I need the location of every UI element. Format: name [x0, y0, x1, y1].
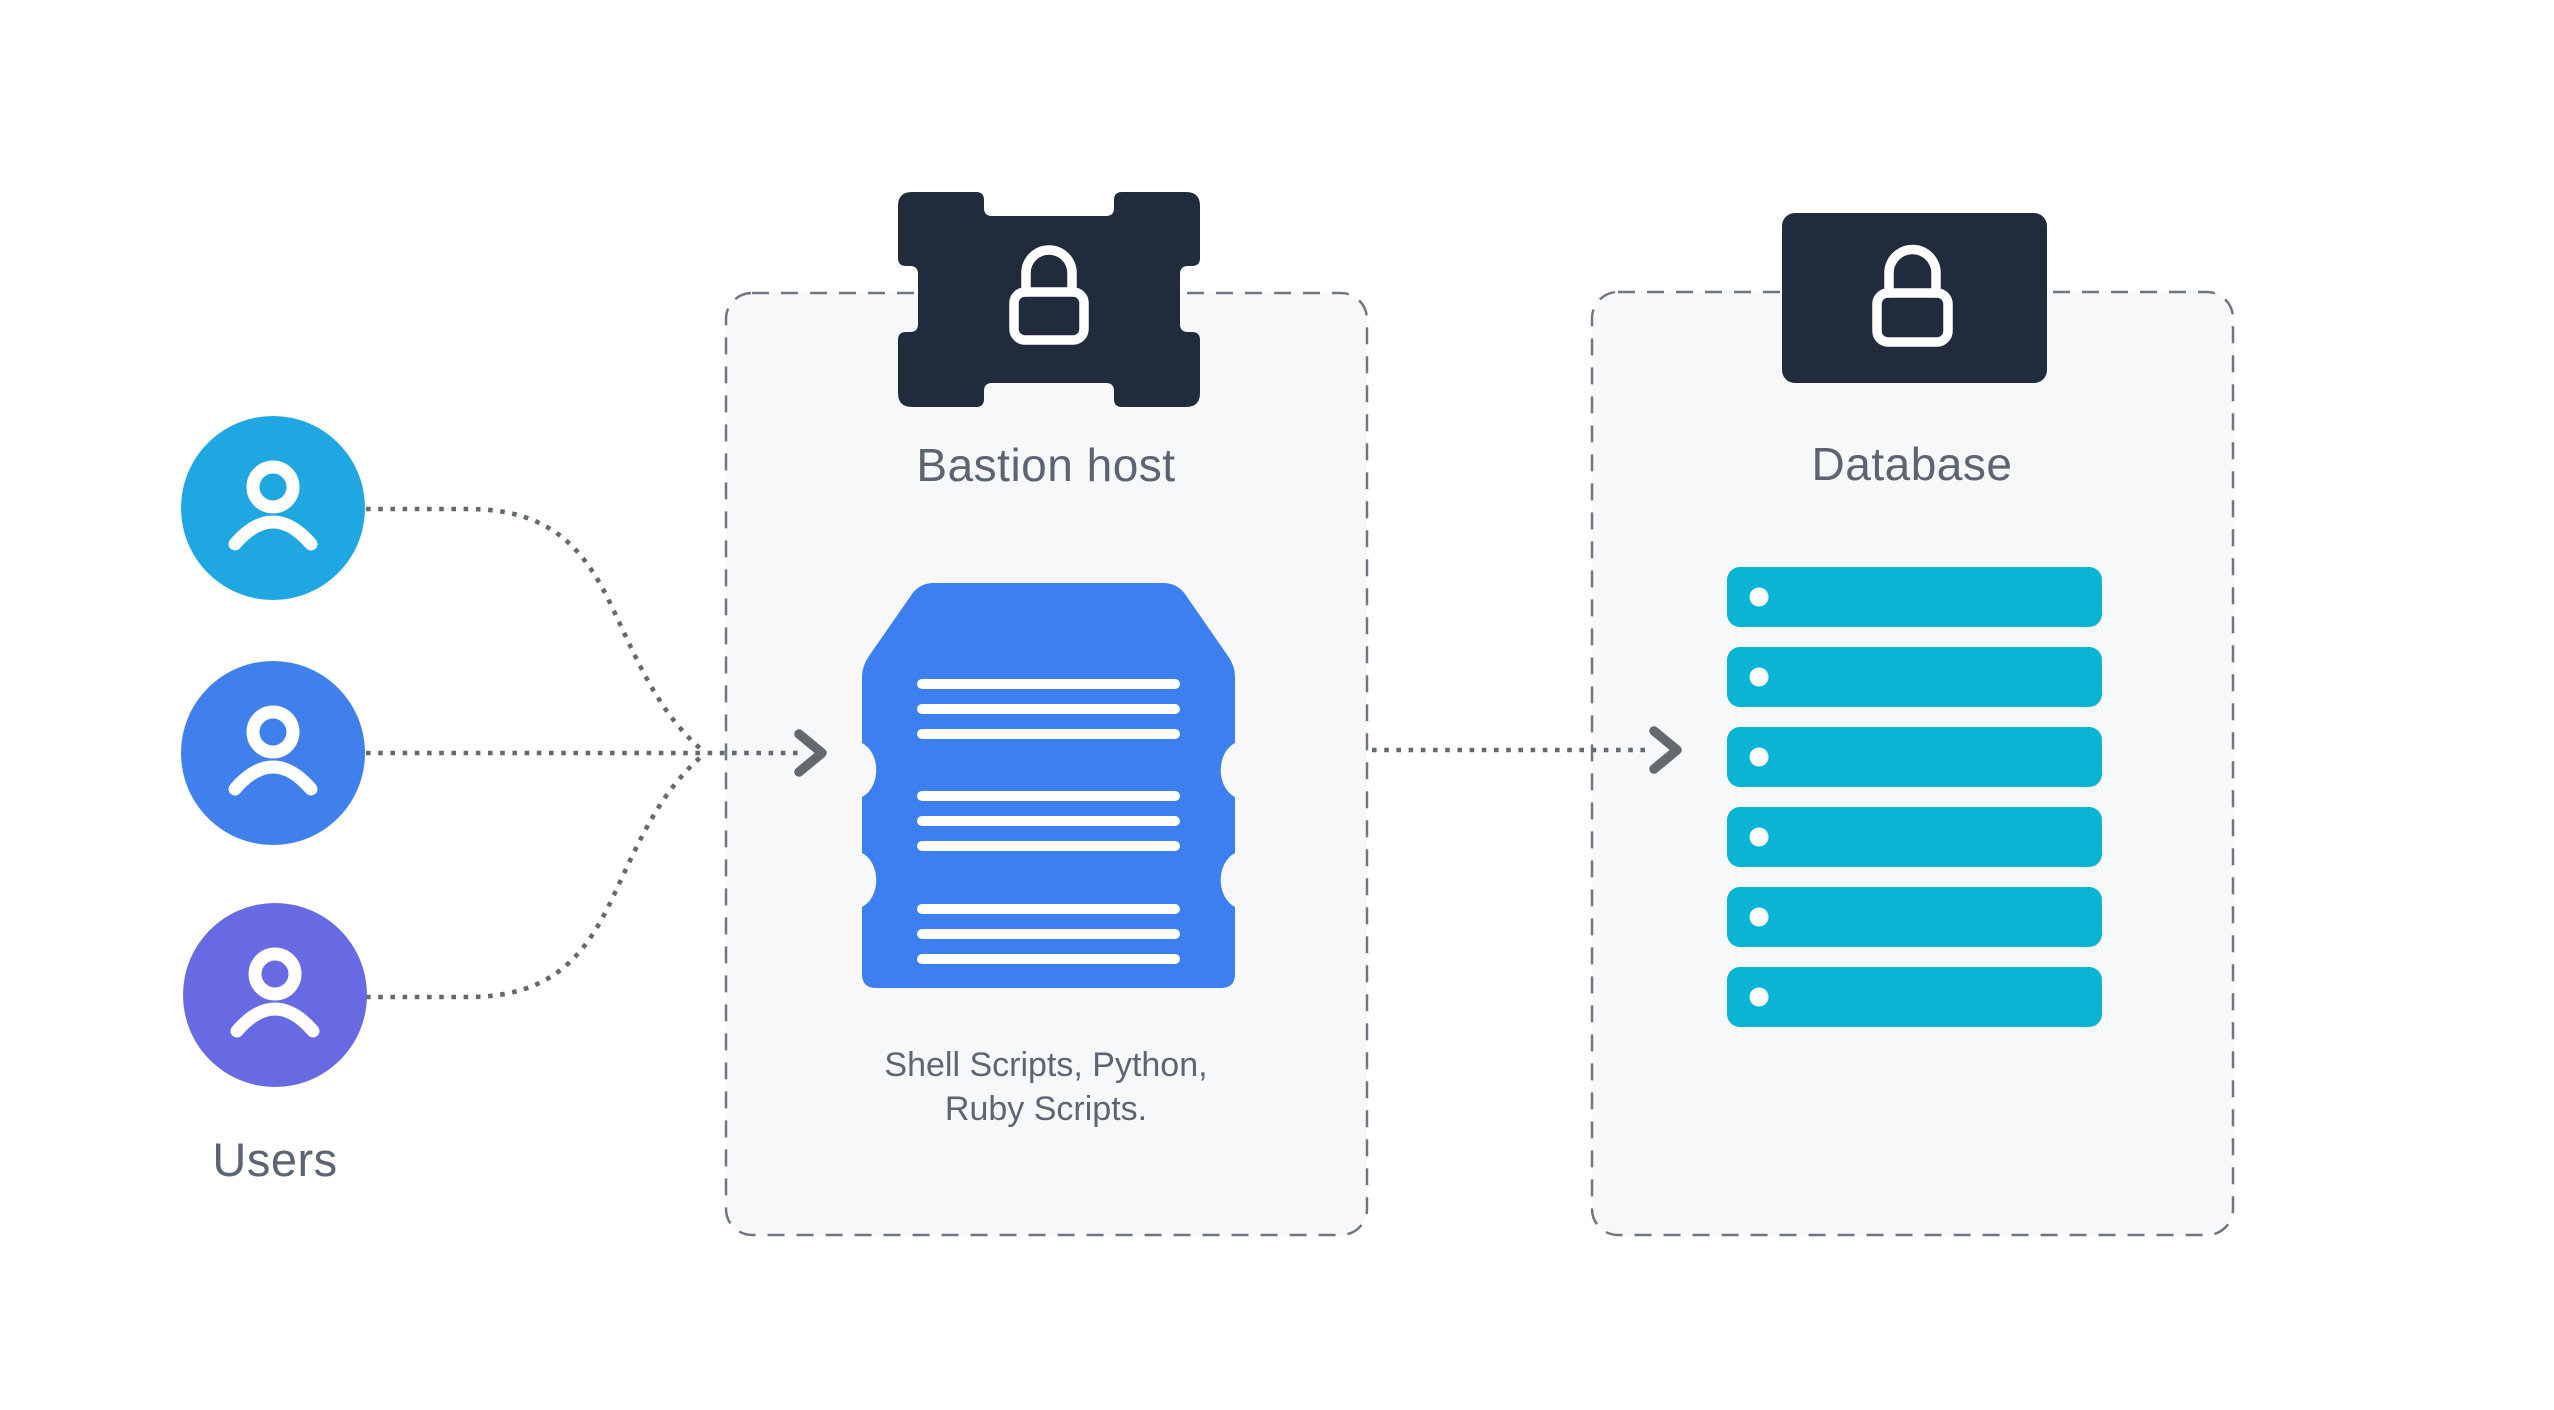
user-node-2	[181, 661, 365, 845]
user-icon	[230, 947, 320, 1038]
database-row	[1727, 567, 2102, 627]
server-slot-lines	[917, 679, 1180, 964]
arrowhead-into-bastion	[794, 729, 827, 777]
connector-user1	[366, 506, 704, 752]
bastion-host-title: Bastion host	[916, 439, 1176, 491]
caption-line-2: Ruby Scripts.	[944, 1090, 1148, 1128]
users-to-bastion-connectors	[366, 506, 799, 1000]
arrowhead-into-database	[1649, 726, 1682, 774]
user-icon	[228, 460, 318, 551]
connector-user3	[366, 754, 704, 1000]
database-row	[1727, 807, 2102, 867]
row-indicator-dot	[1749, 747, 1769, 767]
server-stack-shape	[862, 583, 1235, 988]
lock-icon	[1009, 245, 1089, 345]
row-indicator-dot	[1749, 827, 1769, 847]
database-row	[1727, 887, 2102, 947]
users-label: Users	[212, 1133, 338, 1186]
database-row	[1727, 967, 2102, 1027]
user-node-1	[181, 416, 365, 600]
row-indicator-dot	[1749, 667, 1769, 687]
database-rows	[1727, 567, 2102, 1027]
caption-line-1: Shell Scripts, Python,	[884, 1046, 1208, 1084]
row-indicator-dot	[1749, 987, 1769, 1007]
database-title: Database	[1811, 438, 2013, 490]
bastion-security-appliance-icon	[898, 192, 1200, 407]
database-row	[1727, 727, 2102, 787]
user-icon	[228, 705, 318, 796]
database-row	[1727, 647, 2102, 707]
server-stack-icon	[862, 583, 1235, 988]
database-lock-plate	[1782, 213, 2047, 383]
bastion-caption: Shell Scripts, Python, Ruby Scripts.	[884, 1043, 1207, 1131]
lock-icon	[1872, 244, 1953, 347]
row-indicator-dot	[1749, 587, 1769, 607]
row-indicator-dot	[1749, 907, 1769, 927]
user-node-3	[183, 903, 367, 1087]
lock-plate-shape	[1782, 213, 2047, 383]
appliance-shape	[898, 192, 1200, 407]
